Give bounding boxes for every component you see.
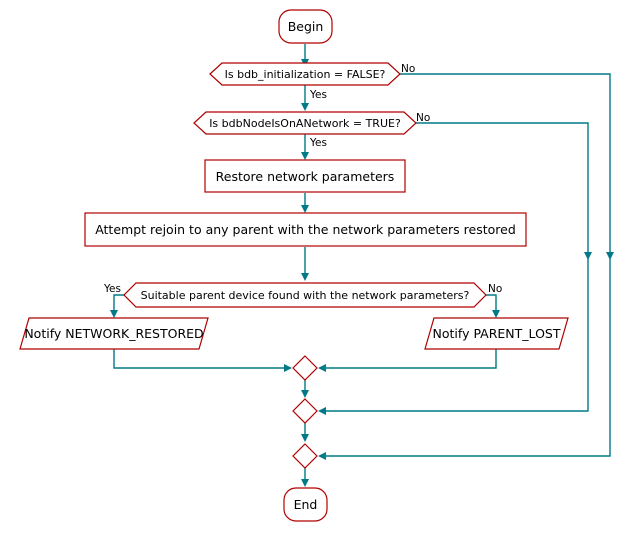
- merge-node-3: [292, 443, 318, 469]
- label-init-yes: Yes: [309, 89, 327, 101]
- output-notify-parent-lost-label: Notify PARENT_LOST: [433, 326, 561, 341]
- arrowhead: [301, 152, 309, 160]
- process-attempt-rejoin-label: Attempt rejoin to any parent with the ne…: [95, 222, 516, 237]
- edge-on-network-no: [323, 122, 589, 412]
- start-node-label: Begin: [288, 19, 324, 34]
- decision-bdb-initialization: [209, 62, 401, 86]
- arrowhead: [318, 364, 326, 372]
- output-notify-network-restored: [19, 317, 209, 350]
- label-init-no: No: [401, 63, 415, 75]
- label-parent-no: No: [488, 283, 502, 295]
- arrowhead: [492, 310, 500, 318]
- process-restore-parameters: [204, 159, 406, 193]
- arrowhead: [284, 364, 292, 372]
- edge-parent-yes: [113, 294, 125, 313]
- label-on-network-no: No: [416, 112, 430, 124]
- arrowhead: [584, 252, 592, 260]
- arrowhead: [301, 434, 309, 442]
- arrowhead: [301, 479, 309, 487]
- decision-node-on-network: [193, 111, 417, 135]
- end-node: [283, 487, 328, 522]
- edge-restored-to-merge: [113, 349, 287, 369]
- arrowhead: [110, 310, 118, 318]
- decision-bdb-initialization-label: Is bdb_initialization = FALSE?: [225, 68, 386, 81]
- end-node-label: End: [294, 497, 318, 512]
- merge-node-1: [292, 355, 318, 381]
- decision-suitable-parent-label: Suitable parent device found with the ne…: [141, 289, 470, 302]
- arrowhead: [301, 205, 309, 213]
- arrowhead: [301, 103, 309, 111]
- merge-node-2: [292, 398, 318, 424]
- process-attempt-rejoin: [84, 212, 527, 247]
- arrowhead: [318, 407, 326, 415]
- edge-lost-to-merge: [323, 349, 497, 369]
- arrowhead: [606, 252, 614, 260]
- start-node: [278, 9, 333, 44]
- output-notify-parent-lost: [424, 317, 569, 350]
- arrowhead: [301, 390, 309, 398]
- edge-parent-no: [485, 294, 497, 313]
- process-restore-parameters-label: Restore network parameters: [216, 169, 395, 184]
- label-parent-yes: Yes: [103, 283, 121, 295]
- label-on-network-yes: Yes: [309, 137, 327, 149]
- arrowhead: [301, 273, 309, 281]
- decision-suitable-parent: [123, 282, 487, 308]
- output-notify-network-restored-label: Notify NETWORK_RESTORED: [24, 326, 203, 341]
- edge-init-no: [323, 73, 611, 457]
- decision-node-on-network-label: Is bdbNodeIsOnANetwork = TRUE?: [209, 117, 401, 130]
- arrowhead: [318, 452, 326, 460]
